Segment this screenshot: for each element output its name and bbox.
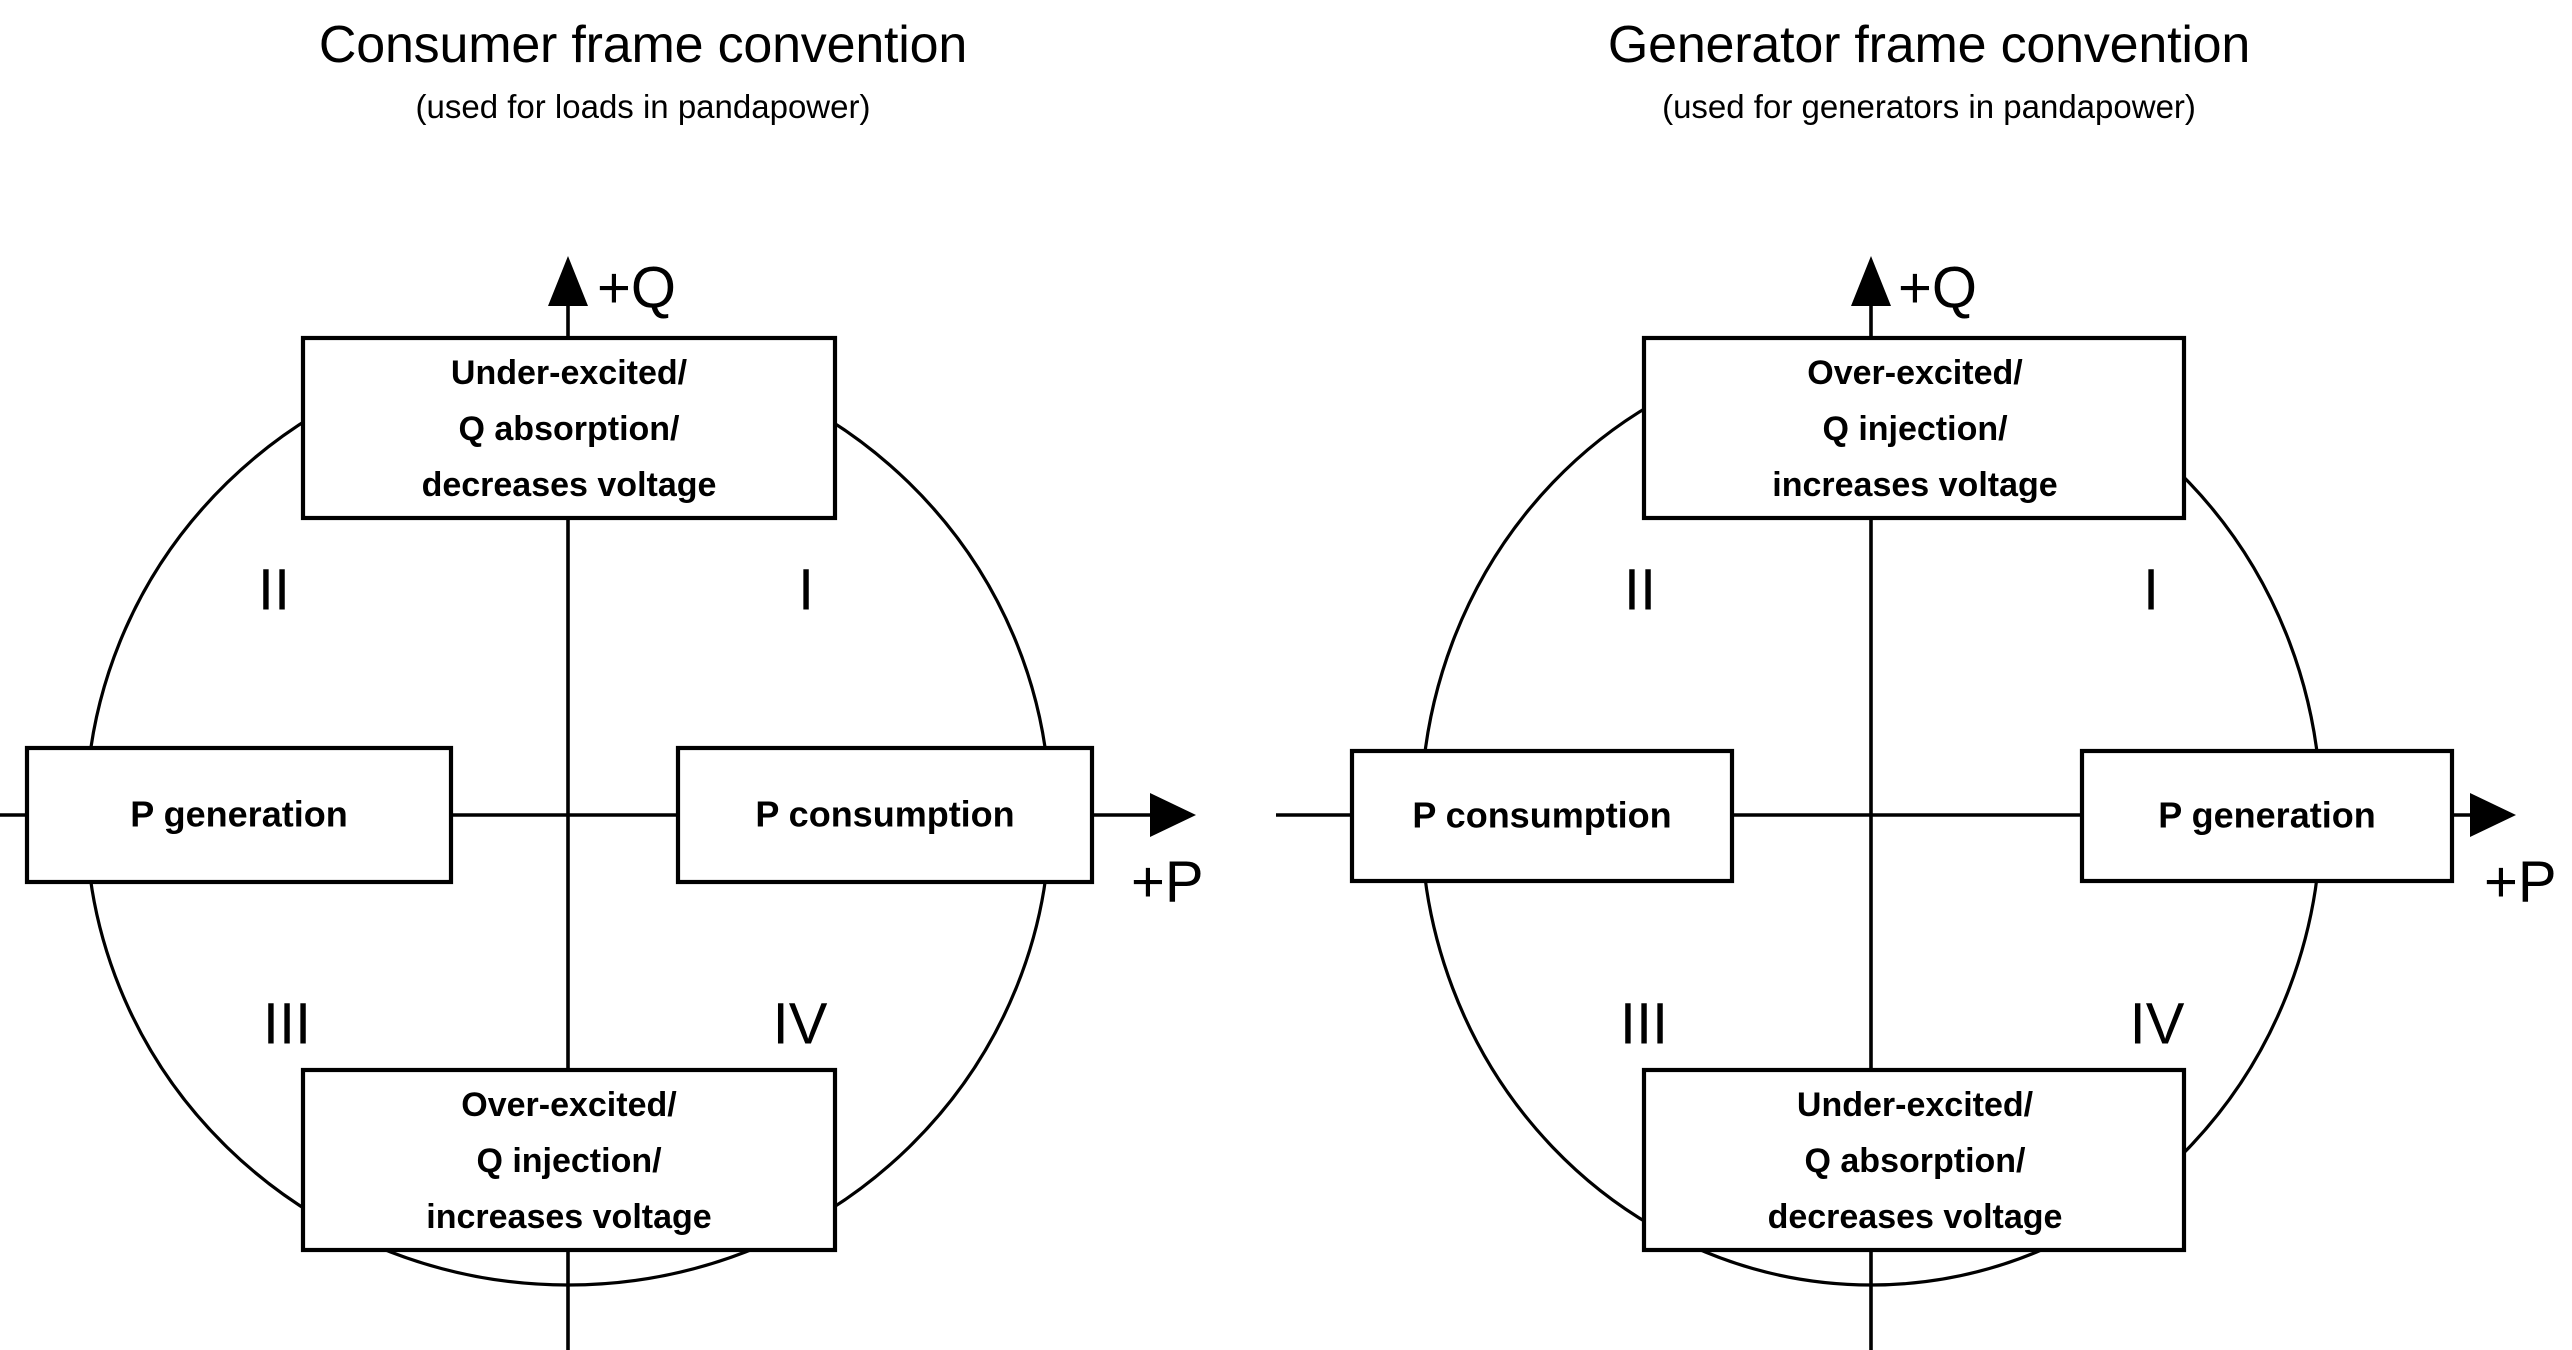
top-box-line-1: Over-excited/ <box>1807 354 2023 392</box>
right-axis-box: P generation <box>2079 748 2455 884</box>
quadrant-label-iv: IV <box>2130 991 2185 1056</box>
top-quadrant-box: Under-excited/ Q absorption/ decreases v… <box>300 335 838 521</box>
bottom-box-line-3: increases voltage <box>426 1198 711 1236</box>
quadrant-label-iv: IV <box>773 991 828 1056</box>
top-quadrant-box: Over-excited/ Q injection/ increases vol… <box>1641 335 2187 521</box>
left-box-rect <box>24 745 454 885</box>
page-title-secondary: Generator frame convention <box>1607 16 2251 74</box>
quadrant-label-ii: II <box>1624 557 1656 622</box>
bottom-box-rect <box>300 1067 838 1253</box>
generator-frame-panel: Generator frame convention (used for gen… <box>1276 0 2572 1350</box>
consumer-frame-panel: Consumer frame convention (used for load… <box>0 16 1204 1350</box>
quadrant-label-iii: III <box>1620 991 1668 1056</box>
q-axis-label: +Q <box>597 255 676 320</box>
top-box-line-3: increases voltage <box>1772 466 2057 504</box>
top-box-rect <box>300 335 838 521</box>
bottom-quadrant-box: Under-excited/ Q absorption/ decreases v… <box>1641 1067 2187 1253</box>
bottom-box-line-1: Over-excited/ <box>461 1086 677 1124</box>
generator-quadrant-diagram: +Q +P II I III IV Over-excited/ Q inject… <box>1276 255 2557 1350</box>
p-axis-arrowhead <box>1150 793 1196 837</box>
page-title: Consumer frame convention <box>318 16 968 74</box>
panel-subtitle-secondary: (used for generators in pandapower) <box>1662 88 2196 125</box>
q-axis-arrowhead <box>548 256 588 306</box>
right-box-rect <box>675 745 1095 885</box>
p-axis-label: +P <box>2484 849 2557 914</box>
right-box-rect <box>2079 748 2455 884</box>
panel-subtitle: (used for loads in pandapower) <box>415 88 871 125</box>
left-axis-box: P generation <box>24 745 454 885</box>
q-axis-label: +Q <box>1898 255 1977 320</box>
bottom-box-rect <box>1641 1067 2187 1253</box>
right-axis-box: P consumption <box>675 745 1095 885</box>
left-box-rect <box>1349 748 1735 884</box>
top-box-rect <box>1641 335 2187 521</box>
consumer-quadrant-diagram: +Q +P II I III IV Under-excited/ Q absor… <box>0 255 1204 1350</box>
quadrant-label-ii: II <box>258 557 290 622</box>
top-box-line-3: decreases voltage <box>422 466 717 504</box>
quadrant-label-i: I <box>798 557 814 622</box>
quadrant-label-iii: III <box>263 991 311 1056</box>
q-axis-arrowhead <box>1851 256 1891 306</box>
left-box-label: P generation <box>130 794 347 835</box>
bottom-box-line-2: Q absorption/ <box>1805 1142 2027 1180</box>
top-box-line-1: Under-excited/ <box>451 354 688 392</box>
bottom-box-line-1: Under-excited/ <box>1797 1086 2034 1124</box>
top-box-line-2: Q injection/ <box>1822 410 2008 448</box>
right-box-label: P consumption <box>755 794 1014 835</box>
left-axis-box: P consumption <box>1349 748 1735 884</box>
bottom-box-line-2: Q injection/ <box>476 1142 662 1180</box>
bottom-box-line-3: decreases voltage <box>1768 1198 2063 1236</box>
left-box-label: P consumption <box>1412 795 1671 836</box>
p-axis-label: +P <box>1131 849 1204 914</box>
quadrant-label-i: I <box>2143 557 2159 622</box>
bottom-quadrant-box: Over-excited/ Q injection/ increases vol… <box>300 1067 838 1253</box>
top-box-line-2: Q absorption/ <box>459 410 681 448</box>
p-axis-arrowhead <box>2470 793 2516 837</box>
right-box-label: P generation <box>2158 795 2375 836</box>
